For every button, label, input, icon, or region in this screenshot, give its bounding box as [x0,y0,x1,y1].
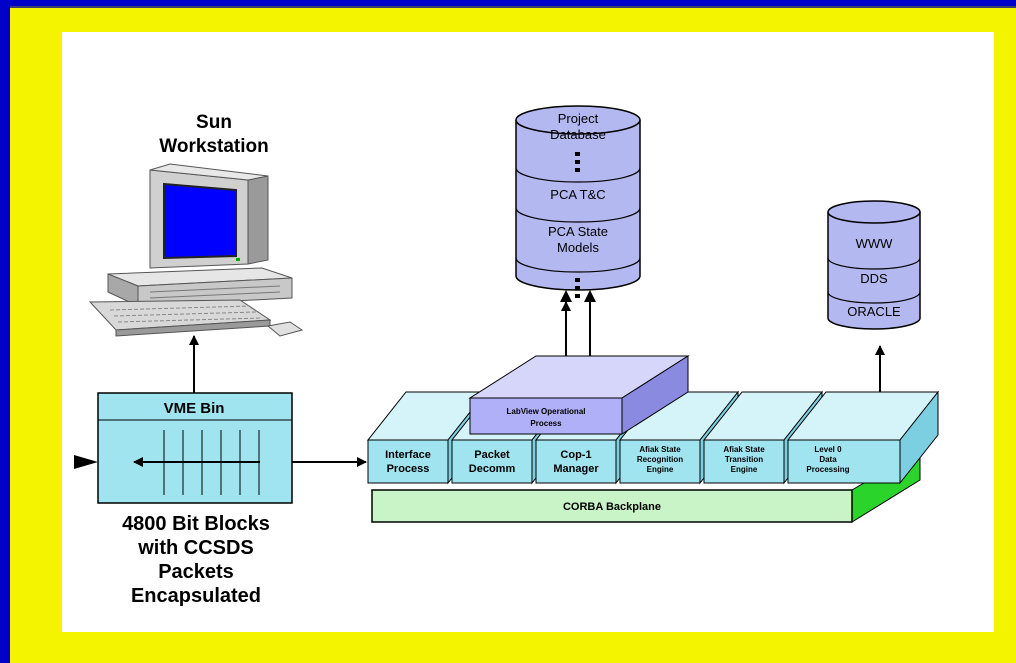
vme-bin-label: VME Bin [164,400,225,417]
module-label-line1: Afiak State [639,445,681,454]
project-db-seg2: PCA T&C [550,187,605,202]
project-db-seg3-line2: Models [557,240,599,255]
module-label-line1: Interface [385,449,431,461]
project-db-seg3-line1: PCA State [548,224,608,239]
window-frame-top [0,0,1016,6]
workstation-computer-icon [88,163,304,337]
input-arrow-icon [74,455,98,469]
module-label-line1: Level 0 [814,445,842,454]
caption-line4: Encapsulated [131,585,261,607]
small-database-cylinder [827,200,921,330]
module-label-line1: Afiak State [723,445,765,454]
module-level0-processing [786,390,940,485]
window-frame-left [0,0,10,663]
module-label-line3: Engine [731,465,758,474]
frame-edge [10,6,1016,8]
small-db-seg1: WWW [856,236,894,251]
backplane-label: CORBA Backplane [563,501,661,513]
caption-line3: Packets [158,561,234,583]
labview-label-line1: LabView Operational [507,407,586,416]
module-label-line3: Processing [806,465,849,474]
workstation-title-line2: Workstation [159,136,268,157]
labview-process-box [468,355,690,435]
module-label-line2: Recognition [637,455,683,464]
vme-bin-box [97,392,293,504]
module-label-line3: Engine [647,465,674,474]
small-db-seg2: DDS [860,271,888,286]
workstation-title-line1: Sun [196,112,232,133]
module-label-line2: Manager [553,463,599,475]
module-label-line2: Decomm [469,463,516,475]
small-db-seg3: ORACLE [847,304,901,319]
module-label-line2: Process [387,463,430,475]
labview-label-line2: Process [530,419,562,428]
project-db-seg1-line2: Database [550,127,606,142]
caption-line2: with CCSDS [137,537,254,559]
project-db-seg1-line1: Project [558,111,599,126]
module-label-line1: Cop-1 [560,449,591,461]
module-label-line2: Data [819,455,837,464]
module-label-line2: Transition [725,455,763,464]
caption-line1: 4800 Bit Blocks [122,513,270,535]
module-label-line1: Packet [474,449,510,461]
project-database-cylinder [515,105,641,298]
